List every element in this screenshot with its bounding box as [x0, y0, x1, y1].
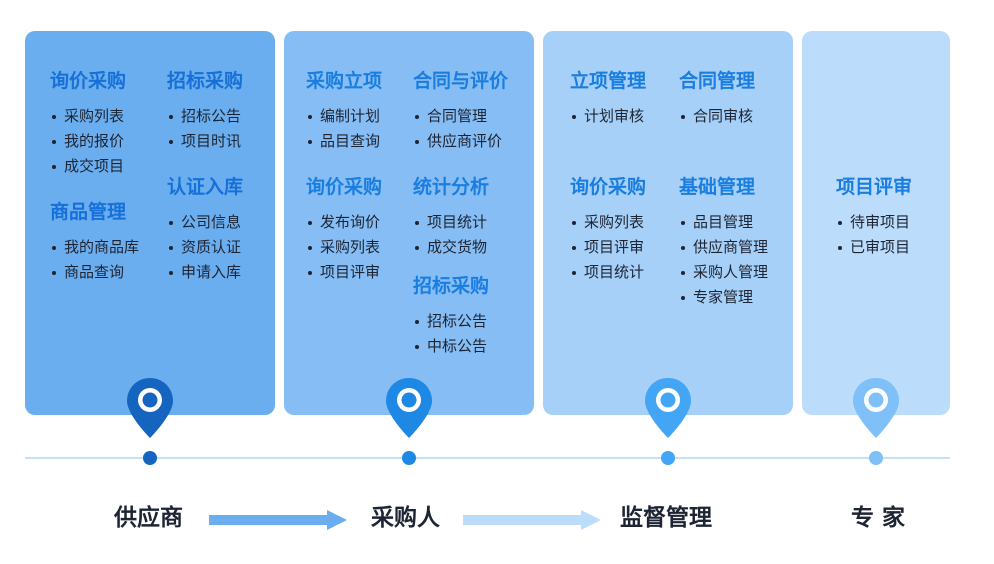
section-list: 品目管理 供应商管理 采购人管理 专家管理: [679, 210, 768, 310]
supplier-card: 询价采购 采购列表 我的报价 成交项目 商品管理 我的商品库 商品查询 招标采购…: [25, 31, 275, 415]
supervision-section-inquiry: 询价采购 采购列表 项目评审 项目统计: [570, 174, 646, 285]
role-label-expert: 专 家: [851, 505, 906, 531]
section-title: 招标采购: [167, 70, 244, 92]
timeline-dot-icon: [869, 451, 883, 465]
section-list: 待审项目 已审项目: [836, 210, 912, 260]
section-title: 采购立项: [306, 70, 383, 92]
section-title: 合同管理: [679, 70, 756, 92]
section-list: 招标公告 中标公告: [413, 309, 489, 359]
role-label-supplier: 供应商: [114, 505, 183, 531]
list-item[interactable]: 已审项目: [836, 235, 912, 260]
section-list: 合同管理 供应商评价: [413, 104, 508, 154]
list-item[interactable]: 资质认证: [167, 235, 243, 260]
section-title: 合同与评价: [413, 70, 509, 92]
list-item[interactable]: 专家管理: [679, 285, 768, 310]
section-list: 我的商品库 商品查询: [50, 235, 139, 285]
section-list: 计划审核: [570, 104, 646, 129]
section-title: 认证入库: [167, 176, 244, 198]
list-item[interactable]: 项目评审: [306, 260, 382, 285]
section-list: 合同审核: [679, 104, 755, 129]
list-item[interactable]: 供应商管理: [679, 235, 768, 260]
supervision-section-contract: 合同管理 合同审核: [679, 68, 755, 129]
section-list: 采购列表 我的报价 成交项目: [50, 104, 126, 179]
section-title: 询价采购: [50, 70, 127, 92]
purchaser-section-inquiry: 询价采购 发布询价 采购列表 项目评审: [306, 174, 382, 285]
section-title: 项目评审: [836, 176, 913, 198]
expert-card: 项目评审 待审项目 已审项目: [802, 31, 950, 415]
list-item[interactable]: 成交项目: [50, 154, 126, 179]
list-item[interactable]: 项目统计: [413, 210, 489, 235]
section-title: 招标采购: [413, 275, 490, 297]
timeline-line: [25, 457, 950, 459]
supervision-section-basic: 基础管理 品目管理 供应商管理 采购人管理 专家管理: [679, 174, 768, 310]
section-list: 公司信息 资质认证 申请入库: [167, 210, 243, 285]
timeline-dot-icon: [402, 451, 416, 465]
map-pin-icon: [645, 378, 691, 438]
list-item[interactable]: 采购人管理: [679, 260, 768, 285]
map-pin-icon: [853, 378, 899, 438]
section-list: 项目统计 成交货物: [413, 210, 489, 260]
section-title: 询价采购: [570, 176, 647, 198]
section-list: 招标公告 项目时讯: [167, 104, 243, 154]
expert-section-review: 项目评审 待审项目 已审项目: [836, 174, 912, 260]
supplier-section-goods: 商品管理 我的商品库 商品查询: [50, 199, 139, 285]
list-item[interactable]: 申请入库: [167, 260, 243, 285]
list-item[interactable]: 供应商评价: [413, 129, 508, 154]
list-item[interactable]: 采购列表: [306, 235, 382, 260]
list-item[interactable]: 品目查询: [306, 129, 382, 154]
list-item[interactable]: 采购列表: [570, 210, 646, 235]
map-pin-icon: [386, 378, 432, 438]
right-arrow-icon: [209, 510, 347, 530]
role-label-supervision: 监督管理: [620, 505, 712, 531]
section-title: 商品管理: [50, 201, 127, 223]
role-label-purchaser: 采购人: [371, 505, 440, 531]
purchaser-section-project: 采购立项 编制计划 品目查询: [306, 68, 382, 154]
section-title: 基础管理: [679, 176, 756, 198]
supplier-section-tender: 招标采购 招标公告 项目时讯: [167, 68, 243, 154]
list-item[interactable]: 计划审核: [570, 104, 646, 129]
section-list: 发布询价 采购列表 项目评审: [306, 210, 382, 285]
list-item[interactable]: 项目统计: [570, 260, 646, 285]
list-item[interactable]: 合同审核: [679, 104, 755, 129]
purchaser-card: 采购立项 编制计划 品目查询 询价采购 发布询价 采购列表 项目评审 合同与评价…: [284, 31, 534, 415]
section-title: 统计分析: [413, 176, 490, 198]
list-item[interactable]: 采购列表: [50, 104, 126, 129]
section-title: 立项管理: [570, 70, 647, 92]
supervision-card: 立项管理 计划审核 询价采购 采购列表 项目评审 项目统计 合同管理 合同审核 …: [543, 31, 793, 415]
right-arrow-icon: [463, 510, 601, 530]
purchaser-section-tender: 招标采购 招标公告 中标公告: [413, 273, 489, 359]
list-item[interactable]: 发布询价: [306, 210, 382, 235]
list-item[interactable]: 商品查询: [50, 260, 139, 285]
section-list: 采购列表 项目评审 项目统计: [570, 210, 646, 285]
purchaser-section-stats: 统计分析 项目统计 成交货物: [413, 174, 489, 260]
map-pin-icon: [127, 378, 173, 438]
list-item[interactable]: 项目评审: [570, 235, 646, 260]
section-title: 询价采购: [306, 176, 383, 198]
list-item[interactable]: 招标公告: [413, 309, 489, 334]
section-list: 编制计划 品目查询: [306, 104, 382, 154]
list-item[interactable]: 合同管理: [413, 104, 508, 129]
supervision-section-project: 立项管理 计划审核: [570, 68, 646, 129]
timeline-dot-icon: [143, 451, 157, 465]
list-item[interactable]: 我的商品库: [50, 235, 139, 260]
supplier-section-certify: 认证入库 公司信息 资质认证 申请入库: [167, 174, 243, 285]
purchaser-section-contract: 合同与评价 合同管理 供应商评价: [413, 68, 508, 154]
list-item[interactable]: 编制计划: [306, 104, 382, 129]
list-item[interactable]: 项目时讯: [167, 129, 243, 154]
supplier-section-inquiry: 询价采购 采购列表 我的报价 成交项目: [50, 68, 126, 179]
list-item[interactable]: 公司信息: [167, 210, 243, 235]
list-item[interactable]: 待审项目: [836, 210, 912, 235]
list-item[interactable]: 品目管理: [679, 210, 768, 235]
list-item[interactable]: 我的报价: [50, 129, 126, 154]
list-item[interactable]: 招标公告: [167, 104, 243, 129]
timeline-dot-icon: [661, 451, 675, 465]
list-item[interactable]: 成交货物: [413, 235, 489, 260]
list-item[interactable]: 中标公告: [413, 334, 489, 359]
